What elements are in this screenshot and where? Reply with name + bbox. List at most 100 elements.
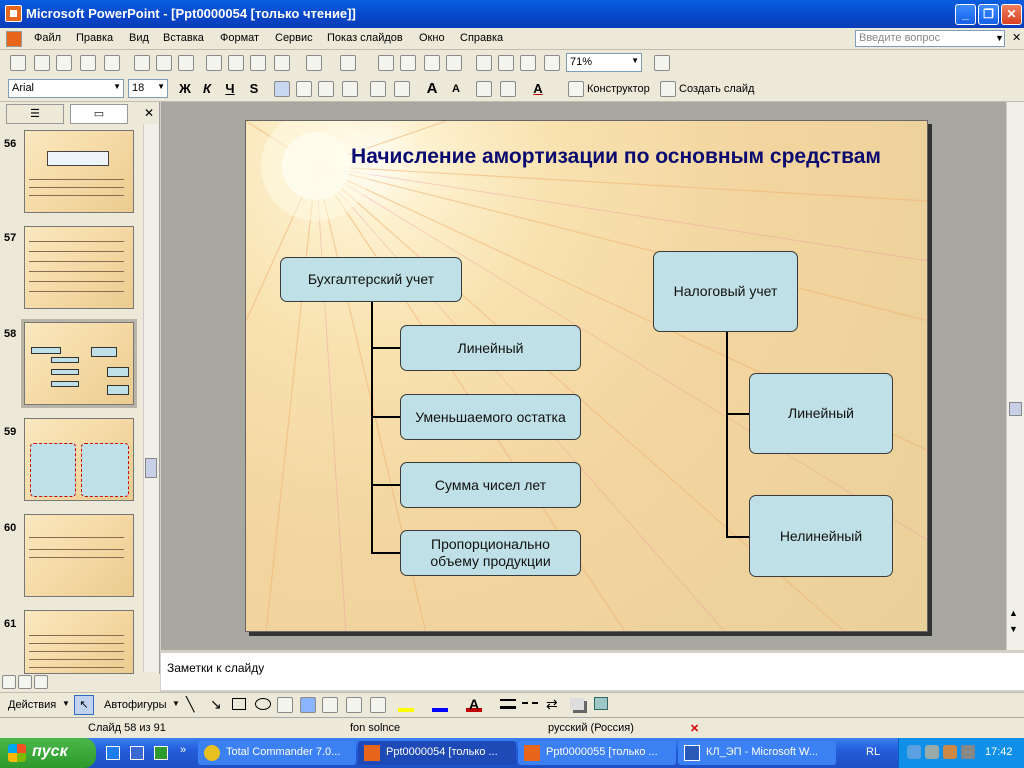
show-desktop-icon[interactable] (106, 746, 120, 760)
open-icon[interactable] (34, 55, 50, 71)
quicklaunch-more-icon[interactable]: » (180, 744, 187, 756)
tax-root-box[interactable]: Налоговый учет (653, 251, 798, 332)
arrow-icon[interactable]: ↘ (210, 696, 222, 712)
method-box[interactable]: Линейный (400, 325, 581, 371)
select-pointer-icon[interactable]: ↖ (74, 695, 94, 715)
spelling-icon[interactable] (178, 55, 194, 71)
picture-icon[interactable] (370, 697, 386, 713)
textbox-icon[interactable] (277, 697, 293, 713)
chart-icon[interactable] (378, 55, 394, 71)
copy-icon[interactable] (228, 55, 244, 71)
font-size-select[interactable]: 18▼ (128, 79, 168, 98)
restore-button[interactable]: ❐ (978, 4, 999, 25)
new-slide-button[interactable]: Создать слайд (679, 83, 755, 95)
redo-icon[interactable] (340, 55, 356, 71)
clipart-icon[interactable] (346, 697, 362, 713)
tax-method-box[interactable]: Нелинейный (749, 495, 893, 577)
minimize-button[interactable]: _ (955, 4, 976, 25)
save-icon[interactable] (56, 55, 72, 71)
start-button[interactable]: пуск (0, 738, 96, 768)
taskbar-button[interactable]: Total Commander 7.0... (198, 741, 356, 765)
menu-format[interactable]: Формат (220, 32, 260, 44)
line-style-icon[interactable] (500, 699, 516, 709)
actions-dropdown-icon[interactable]: ▼ (62, 699, 70, 708)
italic-button[interactable]: К (203, 81, 211, 96)
tray-icon[interactable] (943, 745, 957, 759)
cut-icon[interactable] (206, 55, 222, 71)
rectangle-icon[interactable] (232, 698, 246, 710)
excel-quicklaunch-icon[interactable] (154, 746, 168, 760)
align-left-icon[interactable] (274, 81, 290, 97)
autoshapes-menu[interactable]: Автофигуры (104, 699, 167, 711)
close-panel-icon[interactable]: ✕ (144, 106, 155, 120)
taskbar-button-active[interactable]: Ppt0000054 [только ... (358, 741, 516, 765)
undo-icon[interactable] (306, 55, 322, 71)
underline-button[interactable]: Ч (225, 81, 235, 96)
grid-icon[interactable] (520, 55, 536, 71)
hyperlink-icon[interactable] (446, 55, 462, 71)
increase-font-icon[interactable]: A (426, 80, 438, 97)
decrease-font-icon[interactable]: A (452, 83, 460, 95)
justify-icon[interactable] (342, 81, 358, 97)
font-color-draw-icon[interactable]: A (466, 696, 482, 712)
menu-help[interactable]: Справка (460, 32, 504, 44)
help-search-input[interactable]: Введите вопрос (855, 30, 1005, 47)
document-icon[interactable] (6, 31, 22, 47)
normal-view-icon[interactable] (2, 675, 16, 689)
taskbar-button[interactable]: Ppt0000055 [только ... (518, 741, 676, 765)
slide-canvas[interactable]: Начисление амортизации по основным средс… (245, 120, 928, 632)
slide-scrollbar[interactable]: ▲ ▼ (1006, 102, 1024, 650)
slide-thumbnail[interactable] (24, 130, 134, 213)
slide-thumbnail[interactable] (24, 418, 134, 501)
keyboard-language[interactable]: RL (866, 746, 881, 758)
slide-thumbnail-selected[interactable] (21, 319, 137, 408)
wordart-icon[interactable] (300, 697, 316, 713)
shadow-button[interactable]: S (249, 81, 259, 96)
menu-insert[interactable]: Вставка (163, 32, 204, 44)
menu-edit[interactable]: Правка (76, 32, 114, 44)
fill-color-icon[interactable] (398, 698, 414, 712)
3d-style-icon[interactable] (594, 697, 608, 710)
menu-view[interactable]: Вид (129, 32, 149, 44)
slideshow-view-icon[interactable] (34, 675, 48, 689)
decrease-indent-icon[interactable] (476, 81, 492, 97)
menu-file[interactable]: Файл (34, 32, 62, 44)
line-icon[interactable]: ╲ (186, 696, 195, 712)
word-quicklaunch-icon[interactable] (130, 746, 144, 760)
new-slide-icon[interactable] (660, 81, 676, 97)
permission-icon[interactable] (80, 55, 96, 71)
increase-indent-icon[interactable] (500, 81, 516, 97)
actions-menu[interactable]: Действия (8, 699, 57, 711)
new-icon[interactable] (10, 55, 26, 71)
numbering-icon[interactable] (370, 81, 386, 97)
table-icon[interactable] (400, 55, 416, 71)
tables-borders-icon[interactable] (424, 55, 440, 71)
close-document-icon[interactable]: ✕ (1012, 32, 1022, 44)
align-center-icon[interactable] (296, 81, 312, 97)
close-button[interactable]: ✕ (1001, 4, 1022, 25)
slide-title[interactable]: Начисление амортизации по основным средс… (351, 145, 881, 168)
help-icon[interactable] (654, 55, 670, 71)
show-formatting-icon[interactable] (498, 55, 514, 71)
color-grayscale-icon[interactable] (544, 55, 560, 71)
slide-thumbnail[interactable] (24, 514, 134, 597)
align-right-icon[interactable] (318, 81, 334, 97)
designer-icon[interactable] (568, 81, 584, 97)
slide-thumbnail[interactable] (24, 226, 134, 309)
print-icon[interactable] (134, 55, 150, 71)
oval-icon[interactable] (255, 698, 271, 710)
help-dropdown-icon[interactable]: ▼ (995, 33, 1004, 43)
clock[interactable]: 17:42 (985, 746, 1013, 758)
bullets-icon[interactable] (394, 81, 410, 97)
sorter-view-icon[interactable] (18, 675, 32, 689)
panel-scrollbar[interactable] (143, 124, 158, 672)
expand-icon[interactable] (476, 55, 492, 71)
tab-outline[interactable]: ☰ (6, 104, 64, 124)
font-color-icon[interactable]: A (533, 81, 543, 96)
slide-thumbnail[interactable] (24, 610, 134, 674)
designer-button[interactable]: Конструктор (587, 83, 650, 95)
font-select[interactable]: Arial▼ (8, 79, 124, 98)
taskbar-button[interactable]: КЛ_ЭП - Microsoft W... (678, 741, 836, 765)
zoom-select[interactable]: 71%▼ (566, 53, 642, 72)
menu-slideshow[interactable]: Показ слайдов (327, 32, 403, 44)
